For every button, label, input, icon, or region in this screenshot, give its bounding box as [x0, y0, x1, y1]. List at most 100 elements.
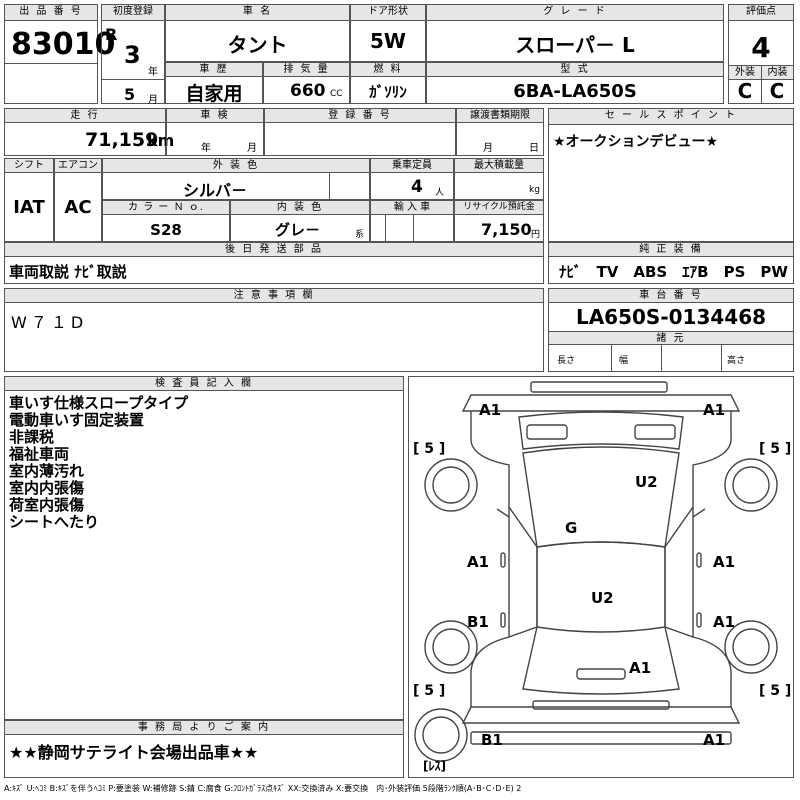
- notes: W７１D: [11, 313, 88, 332]
- sales-point-box: セ ー ル ス ポ イ ン ト ★オークションデビュー★: [548, 108, 794, 242]
- door-label: ドア形状: [351, 5, 425, 21]
- transfer-box: 譲渡書類期限 月 日: [456, 108, 544, 156]
- office-label: 事 務 局 よ り ご 案 内: [5, 721, 403, 735]
- inspector-remark-line: 室内内張傷: [9, 479, 85, 497]
- inspection-label: 車 検: [167, 109, 263, 123]
- inspector-remark-line: 非課税: [9, 428, 55, 446]
- displacement-label: 排 気 量: [264, 63, 349, 77]
- inspector-remark-line: 電動車いす固定装置: [9, 411, 145, 429]
- mileage-box: 走 行 71,159 km: [4, 108, 174, 156]
- fuel-label: 燃 料: [351, 63, 425, 77]
- mark-windshield: G: [565, 519, 578, 537]
- inspector-box: 検 査 員 記 入 欄 車いす仕様スロープタイプ電動車いす固定装置非課税福祉車両…: [4, 376, 404, 720]
- km-unit: km: [147, 131, 175, 150]
- aircon: AC: [64, 197, 92, 218]
- chassis-label: 車 台 番 号: [549, 289, 793, 303]
- recycle-box: リサイクル預託金 7,150 円: [454, 200, 544, 242]
- spare-tire-mark: [ﾚｽ]: [423, 759, 446, 773]
- sales-point: ★オークションデビュー★: [553, 134, 719, 150]
- mark-rl-door: B1: [467, 613, 489, 631]
- ext-color: シルバ－: [183, 181, 248, 200]
- capacity-label: 乗車定員: [371, 159, 453, 173]
- specs-label: 諸 元: [549, 331, 793, 345]
- mark-fl-door: A1: [467, 553, 490, 571]
- grade-box: グ レ ー ド スローパ－ L: [426, 4, 724, 62]
- history: 自家用: [185, 83, 243, 105]
- mileage: 71,159: [85, 129, 159, 151]
- mark-front-right: A1: [703, 401, 726, 419]
- year-unit: 年: [148, 67, 158, 78]
- import-label: 輸 入 車: [371, 201, 453, 215]
- inspector-remark-line: 車いす仕様スロープタイプ: [9, 394, 189, 412]
- inspector-remark-line: 福祉車両: [9, 445, 70, 463]
- person-unit: 人: [435, 188, 445, 198]
- yen-unit: 円: [531, 230, 541, 240]
- tire-rr-score: [ 5 ]: [759, 683, 792, 699]
- inspector-remarks: 車いす仕様スロープタイプ電動車いす固定装置非課税福祉車両室内薄汚れ室内内張傷荷室…: [9, 395, 188, 531]
- reg-no-label: 登 録 番 号: [265, 109, 455, 123]
- history-label: 車 歴: [166, 63, 262, 77]
- office-notice: ★★静岡サテライト会場出品車★★: [9, 743, 259, 762]
- tire-rl-score: [ 5 ]: [413, 683, 446, 699]
- door-box: ドア形状 5W: [350, 4, 426, 62]
- inspector-remark-line: シートへたり: [9, 513, 100, 531]
- era-label: R: [105, 25, 118, 44]
- history-box: 車 歴 自家用: [165, 62, 263, 105]
- int-color-label: 内 装 色: [231, 201, 369, 215]
- inspector-remark-line: 荷室内張傷: [9, 496, 85, 514]
- chassis-box: 車 台 番 号 LA650S-0134468 諸 元 長さ 幅 高さ: [548, 288, 794, 372]
- office-box: 事 務 局 よ り ご 案 内 ★★静岡サテライト会場出品車★★: [4, 720, 404, 778]
- model-name-box: 車 名 タント: [165, 4, 350, 62]
- legend: A:ｷｽﾞ U:ﾍｺﾐ B:ｷｽﾞを伴うﾍｺﾐ P:要塗装 W:補修跡 S:錆 …: [4, 784, 522, 793]
- car-diagram-box: A1 A1 U2 G A1 A1 U2 B1 A1 A1 B1 A1 [ 5 ]…: [408, 376, 794, 778]
- tire-fl-score: [ 5 ]: [413, 441, 446, 457]
- month-unit: 月: [148, 95, 158, 106]
- score: 4: [751, 31, 771, 64]
- later-parts-label: 後 日 発 送 部 品: [5, 243, 543, 257]
- capacity: 4: [411, 177, 423, 197]
- cc-unit: CC: [330, 89, 343, 99]
- int-color: グレ－: [275, 221, 321, 239]
- inspection-box: 車 検 年 月: [166, 108, 264, 156]
- equipment-label: 純 正 装 備: [549, 243, 793, 257]
- insp-year-unit: 年: [201, 143, 211, 154]
- int-score: C: [769, 79, 785, 103]
- mark-front-left: A1: [479, 401, 502, 419]
- height-label: 高さ: [727, 356, 746, 366]
- tire-fr-score: [ 5 ]: [759, 441, 792, 457]
- recycle-label: リサイクル預託金: [455, 201, 543, 215]
- sales-point-label: セ ー ル ス ポ イ ン ト: [549, 109, 793, 125]
- mark-rear-bumper-right: A1: [703, 731, 726, 749]
- score-label: 評価点: [729, 5, 793, 21]
- notes-label: 注 意 事 項 欄: [5, 289, 543, 303]
- max-load-box: 最大積載量 kg: [454, 158, 544, 200]
- insp-month-unit: 月: [247, 143, 257, 154]
- mark-fr-door: A1: [713, 553, 736, 571]
- model-name: タント: [227, 33, 288, 57]
- first-registration-box: 初度登録 R 3 年 5 月: [101, 4, 165, 106]
- mileage-label: 走 行: [5, 109, 165, 123]
- width-label: 幅: [619, 356, 629, 366]
- reg-no-box: 登 録 番 号: [264, 108, 456, 156]
- first-reg-label: 初度登録: [102, 5, 164, 21]
- mark-rear-right: A1: [629, 659, 652, 677]
- door-type: 5W: [370, 29, 406, 53]
- aircon-box: エアコン AC: [54, 158, 102, 242]
- length-label: 長さ: [557, 356, 576, 366]
- lot-number-box: 出 品 番 号 83010: [4, 4, 115, 104]
- color-no-box: カ ラ ー Ｎ ｏ. S28: [102, 200, 230, 242]
- fuel: ｶﾞｿﾘﾝ: [369, 83, 407, 101]
- later-parts: 車両取説 ﾅﾋﾞ取説: [9, 263, 127, 281]
- ext-score: C: [737, 79, 753, 103]
- transfer-label: 譲渡書類期限: [457, 109, 543, 123]
- transfer-day-unit: 日: [529, 143, 539, 154]
- later-parts-box: 後 日 発 送 部 品 車両取説 ﾅﾋﾞ取説: [4, 242, 544, 284]
- kei-unit: 系: [355, 230, 365, 240]
- import-box: 輸 入 車: [370, 200, 454, 242]
- recycle-fee: 7,150: [481, 220, 532, 239]
- transfer-month-unit: 月: [483, 143, 493, 154]
- score-box: 評価点 4 外装 内装 C C: [728, 4, 794, 104]
- model-code-box: 型 式 6BA-LA650S: [426, 62, 724, 104]
- int-label: 内装: [761, 66, 793, 80]
- chassis-number: LA650S-0134468: [575, 305, 767, 329]
